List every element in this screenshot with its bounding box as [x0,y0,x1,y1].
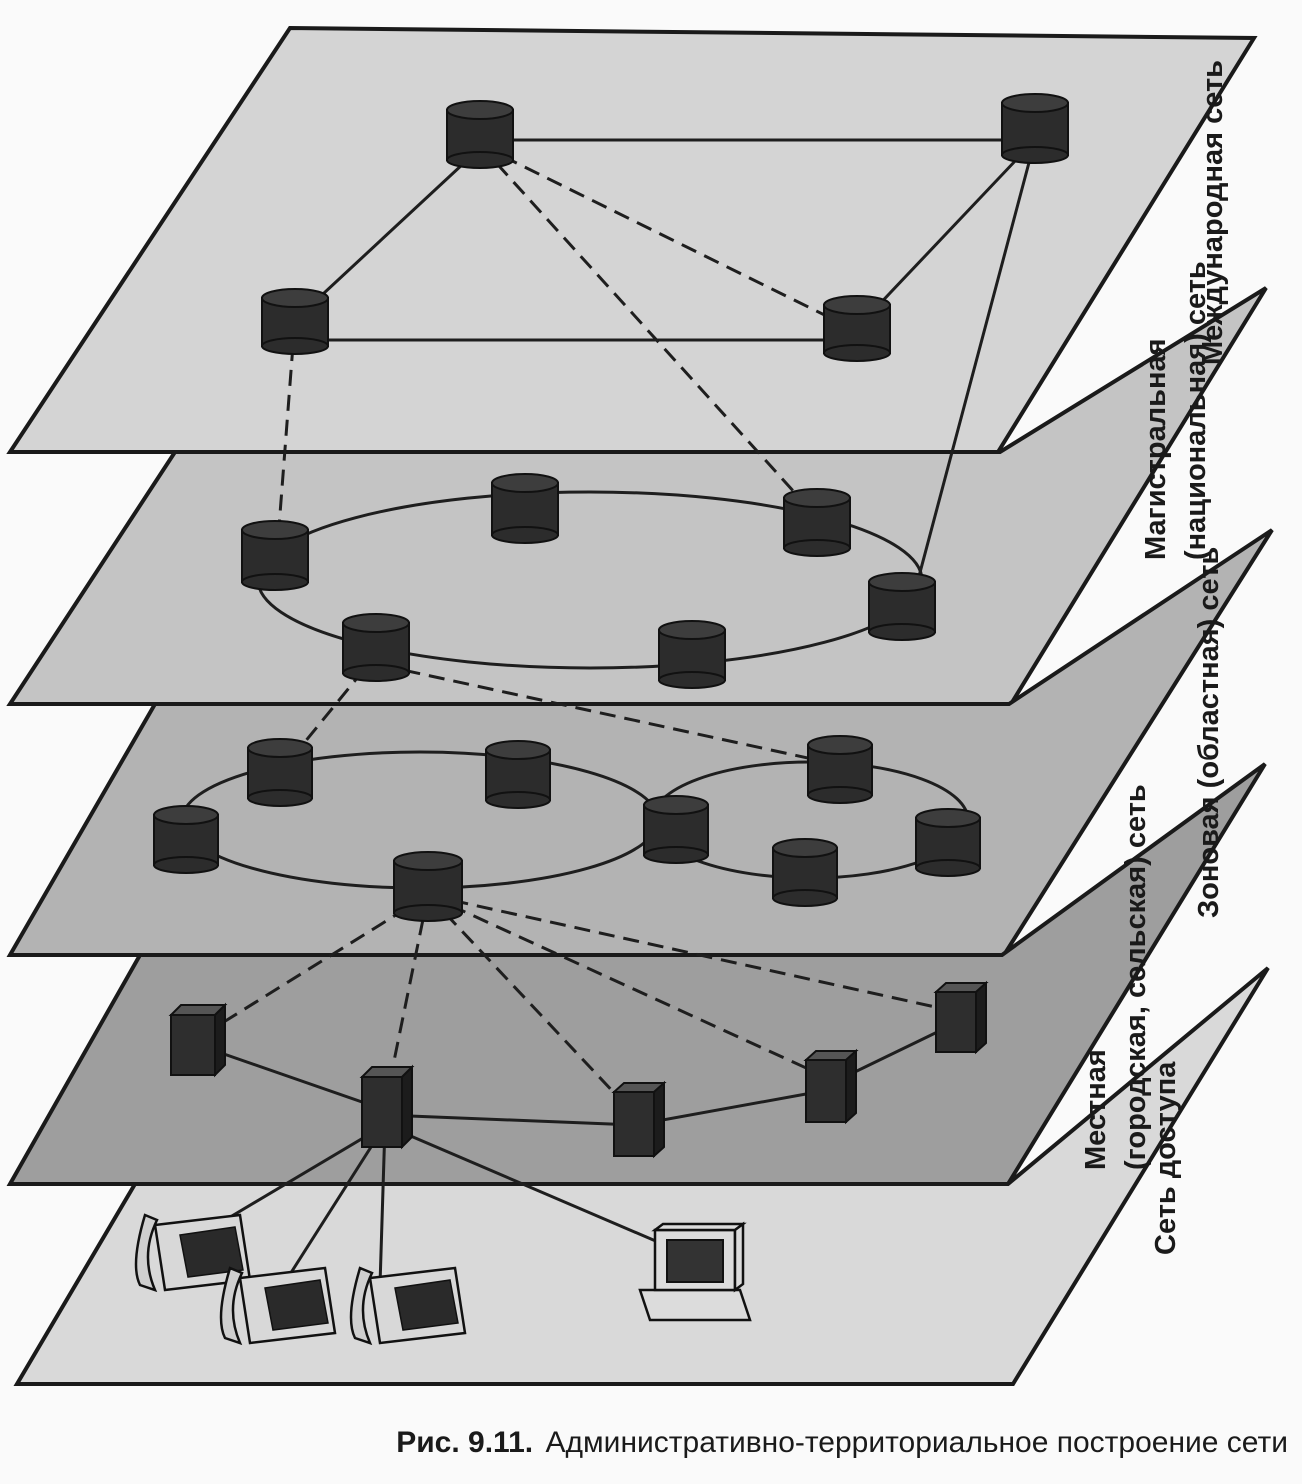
exchange-node-icon [342,613,410,682]
exchange-node-icon [247,738,313,807]
exchange-node-icon [153,805,219,874]
link-solid [197,1043,386,1112]
plane-access [13,966,1270,1386]
trunk-nodes [241,473,936,689]
exchange-node-icon [643,795,709,864]
label-zonal: Зоновая (областная) сеть [1193,547,1225,918]
server-box-icon [803,1048,859,1125]
zonal-nodes [153,735,981,922]
exchange-node-icon [1001,93,1069,164]
exchange-node-icon [446,100,514,169]
exchange-node-icon [772,838,838,907]
exchange-node-icon [491,473,559,544]
plane-international [6,25,1258,454]
exchange-node-icon [807,735,873,804]
link-solid [384,1123,666,1247]
link-dashed [426,893,637,1117]
exchange-node-icon [658,620,726,689]
caption-text: Административно-территориальное построен… [546,1426,1288,1459]
exchange-node-icon [868,572,936,641]
access-devices [134,1213,752,1346]
layer-labels: Международная сеть Магистральная (национ… [1080,60,1229,1255]
telephone-icon [219,1266,337,1346]
international-nodes [261,93,1069,362]
figure-caption: Рис. 9.11. Административно-территориальн… [396,1426,1288,1459]
label-international: Международная сеть [1197,60,1229,365]
computer-icon [638,1221,752,1322]
link-solid [378,1124,387,1286]
exchange-node-icon [823,295,891,362]
caption-line: Рис. 9.11. Административно-территориальн… [396,1426,1288,1459]
link-solid [384,1113,636,1127]
server-box-icon [933,980,989,1055]
label-access: Сеть доступа [1150,1061,1182,1255]
link-solid [278,1124,387,1291]
plane-local [6,762,1267,1186]
link-solid [293,148,480,322]
link-dashed [276,344,295,541]
link-solid [916,139,1037,581]
link-solid [634,1088,829,1127]
layer-trunk [6,286,1268,706]
server-box-icon [168,1002,228,1078]
exchange-node-icon [261,288,329,355]
exchange-node-icon [485,740,551,809]
layer-international [6,25,1258,454]
exchange-node-icon [241,520,309,591]
server-box-icon [611,1080,667,1159]
layer-access [13,966,1270,1386]
link-dashed [427,893,959,1014]
exchange-node-icon [393,851,463,922]
exchange-node-icon [783,488,851,557]
label-trunk: Магистральная (национальная) сеть [1140,261,1212,560]
local-nodes [168,980,989,1159]
link-dashed [197,893,429,1040]
link-solid [853,138,1037,332]
plane-trunk [6,286,1268,706]
layer-local [6,762,1267,1186]
exchange-node-icon [915,808,981,877]
label-local: Местная (городская, сельская) сеть [1080,784,1152,1170]
caption-number: Рис. 9.11. [396,1426,533,1459]
link-dashed [479,143,856,332]
telephone-icon [349,1266,467,1346]
server-box-icon [359,1064,415,1150]
telephone-icon [134,1213,252,1293]
link-dashed [379,663,841,767]
link-dashed [478,143,817,517]
